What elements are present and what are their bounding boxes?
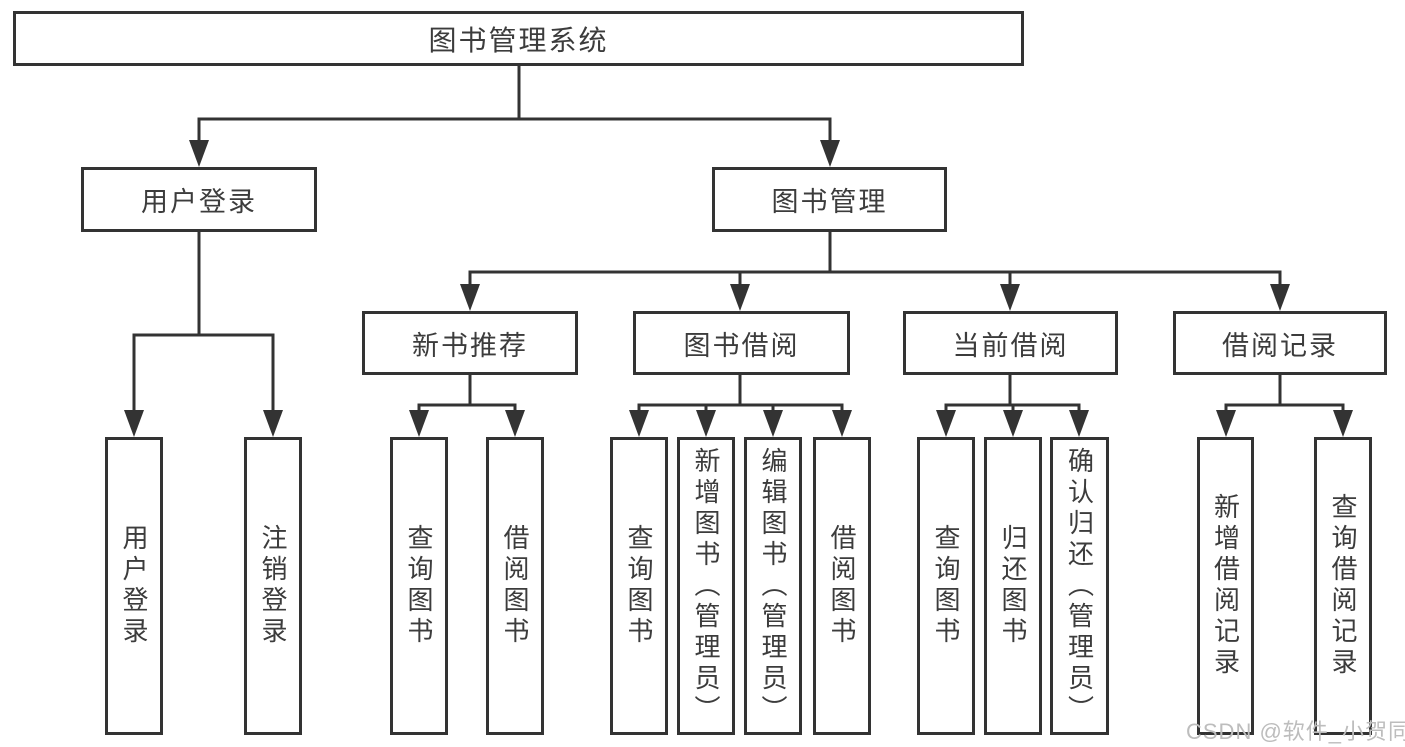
node-user-login-label: 用户登录	[141, 187, 257, 217]
watermark-text: CSDN @软件_小贺同学	[1186, 719, 1405, 744]
node-book-management-label: 图书管理	[771, 187, 888, 217]
leaf-add-book-admin: 新增图书（管理员）	[677, 437, 735, 735]
connector-newbook-to-leaves	[417, 373, 517, 416]
leaf-borrow-books: 借阅图书	[813, 437, 871, 735]
leaf-query-books-recommend: 查询图书	[390, 437, 448, 735]
leaf-return-book: 归还图书	[984, 437, 1042, 735]
node-book-borrowing: 图书借阅	[633, 311, 850, 375]
leaf-edit-book-admin: 编辑图书（管理员）	[744, 437, 802, 735]
connector-current-to-leaves	[944, 373, 1081, 416]
leaf-user-login: 用户登录	[105, 437, 163, 735]
connector-mgmt-to-level3	[468, 230, 1282, 289]
node-root-system: 图书管理系统	[13, 11, 1024, 66]
node-user-login: 用户登录	[81, 167, 317, 232]
connector-root-to-level2	[197, 64, 832, 145]
leaf-query-books-current: 查询图书	[917, 437, 975, 735]
node-borrowing-records: 借阅记录	[1173, 311, 1387, 375]
node-book-management: 图书管理	[712, 167, 947, 232]
connector-borrow-to-leaves	[637, 373, 844, 416]
arrowheads	[124, 140, 1353, 437]
node-new-book-recommend: 新书推荐	[362, 311, 578, 375]
leaf-confirm-return-admin: 确认归还（管理员）	[1050, 437, 1109, 735]
node-new-book-recommend-label: 新书推荐	[412, 330, 528, 361]
node-book-borrowing-label: 图书借阅	[683, 330, 800, 361]
node-root-system-label: 图书管理系统	[428, 24, 609, 56]
leaf-borrow-books-recommend: 借阅图书	[486, 437, 544, 735]
leaf-query-books-borrowing: 查询图书	[610, 437, 668, 735]
node-borrowing-records-label: 借阅记录	[1222, 330, 1338, 361]
node-current-borrowing-label: 当前借阅	[952, 330, 1069, 361]
connector-records-to-leaves	[1224, 373, 1345, 416]
connector-login-to-leaves	[132, 230, 275, 415]
node-current-borrowing: 当前借阅	[903, 311, 1118, 375]
leaf-logout: 注销登录	[244, 437, 302, 735]
leaf-query-borrow-record: 查询借阅记录	[1314, 437, 1372, 735]
leaf-add-borrow-record: 新增借阅记录	[1197, 437, 1254, 735]
